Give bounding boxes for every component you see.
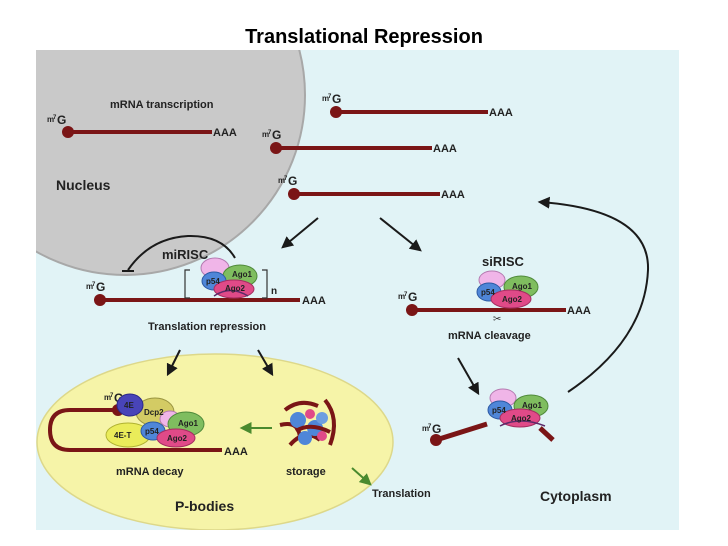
cap-m: m xyxy=(86,282,93,291)
mrna-cap xyxy=(406,304,418,316)
cap-7: 7 xyxy=(404,292,408,298)
mrna-tail: AAA xyxy=(433,143,457,155)
p54-label: p54 xyxy=(481,288,495,297)
cap-m: m xyxy=(278,176,285,185)
mrna-tail: AAA xyxy=(567,305,591,317)
mrna-tail: AAA xyxy=(441,189,465,201)
ago1-label: Ago1 xyxy=(522,401,543,410)
cap-7: 7 xyxy=(110,393,114,399)
cap-m: m xyxy=(47,115,54,124)
cap-g: G xyxy=(57,113,66,127)
mrna-cleaved-fragments: m 7 G xyxy=(422,421,555,446)
4e-protein xyxy=(116,393,144,417)
ago1-label: Ago1 xyxy=(512,282,533,291)
ago2-protein xyxy=(156,428,196,448)
mrna-cytoplasm-3: m 7 G AAA xyxy=(278,174,465,201)
mrna-decay-label: mRNA decay xyxy=(116,466,184,478)
mirisc-complex: Ago1 p54 Ago2 n xyxy=(184,257,277,299)
p-bodies-label: P-bodies xyxy=(175,498,234,514)
mrna-tail: AAA xyxy=(213,127,237,139)
arrow-to-sirisc xyxy=(379,217,422,252)
arrow-mirisc-feedback xyxy=(127,234,236,271)
mrna-p-body-loop: m 7 G AAA xyxy=(47,391,248,458)
mrna-cleavage-label: mRNA cleavage xyxy=(448,330,531,342)
mrna-cap xyxy=(430,434,442,446)
mrna-sirisc: m 7 G AAA xyxy=(398,290,591,317)
cap-g: G xyxy=(96,280,105,294)
cap-m: m xyxy=(422,424,429,433)
ago1-label: Ago1 xyxy=(178,419,199,428)
sirisc-label: siRISC xyxy=(482,254,525,269)
decay-complex: 4E Dcp2 4E-T Ago1 p54 Ago2 xyxy=(105,393,205,448)
ago2-label: Ago2 xyxy=(502,295,523,304)
cap-m: m xyxy=(398,292,405,301)
repeat-n-label: n xyxy=(271,286,277,297)
cap-g: G xyxy=(272,128,281,142)
cap-g: G xyxy=(288,174,297,188)
ago2-label: Ago2 xyxy=(225,284,246,293)
mrna-mirisc: m 7 G AAA xyxy=(86,280,326,307)
arrow-to-mirisc xyxy=(281,217,319,249)
released-risc-complex: Ago1 p54 Ago2 xyxy=(487,388,549,428)
nucleus-label: Nucleus xyxy=(56,177,111,193)
dcp2-label: Dcp2 xyxy=(144,408,164,417)
ago2-protein xyxy=(490,289,532,309)
mrna-cap xyxy=(288,188,300,200)
mrna-cap xyxy=(330,106,342,118)
translation-repression-label: Translation repression xyxy=(148,321,266,333)
nucleus-region xyxy=(36,50,306,276)
p54-label: p54 xyxy=(206,277,220,286)
sirisc-complex: Ago1 p54 Ago2 ✂ xyxy=(476,270,539,325)
storage-label: storage xyxy=(286,466,326,478)
cap-7: 7 xyxy=(328,94,332,100)
scissors-icon: ✂ xyxy=(493,314,501,325)
arrow-risc-recycle xyxy=(537,196,650,393)
cap-7: 7 xyxy=(268,130,272,136)
cap-7: 7 xyxy=(53,115,57,121)
arrow-to-storage xyxy=(257,349,274,377)
mrna-cytoplasm-1: m 7 G AAA xyxy=(322,92,513,119)
mrna-transcription-label: mRNA transcription xyxy=(110,99,214,111)
mrna-cap xyxy=(94,294,106,306)
4e-t-label: 4E-T xyxy=(114,431,131,440)
mrna-tail: AAA xyxy=(224,446,248,458)
cap-g: G xyxy=(332,92,341,106)
cap-m: m xyxy=(104,393,111,402)
cap-g: G xyxy=(114,391,123,405)
cap-m: m xyxy=(262,130,269,139)
mrna-cap xyxy=(270,142,282,154)
cap-7: 7 xyxy=(284,176,288,182)
mrna-cytoplasm-2: m 7 G AAA xyxy=(262,128,457,155)
cap-m: m xyxy=(322,94,329,103)
4e-label: 4E xyxy=(124,401,134,410)
p54-label: p54 xyxy=(145,427,159,436)
translation-label: Translation xyxy=(372,488,431,500)
mrna-cap xyxy=(62,126,74,138)
cap-g: G xyxy=(408,290,417,304)
mrna-tail: AAA xyxy=(489,107,513,119)
storage-cluster xyxy=(279,398,336,447)
flow-arrows xyxy=(122,196,650,486)
arrow-storage-to-translation xyxy=(351,467,372,486)
cytoplasm-label: Cytoplasm xyxy=(540,488,612,504)
mirisc-label: miRISC xyxy=(162,247,209,262)
arrow-to-decay xyxy=(166,349,181,377)
ago1-label: Ago1 xyxy=(232,270,253,279)
arrow-to-cleavage xyxy=(457,357,480,396)
p54-label: p54 xyxy=(492,406,506,415)
ago2-label: Ago2 xyxy=(511,414,532,423)
cap-g: G xyxy=(432,422,441,436)
mrna-tail: AAA xyxy=(302,295,326,307)
slide-title: Translational Repression xyxy=(245,26,483,48)
cap-7: 7 xyxy=(428,424,432,430)
ago2-label: Ago2 xyxy=(167,434,188,443)
cap-7: 7 xyxy=(92,282,96,288)
mrna-nucleus: m 7 G AAA xyxy=(47,113,237,139)
